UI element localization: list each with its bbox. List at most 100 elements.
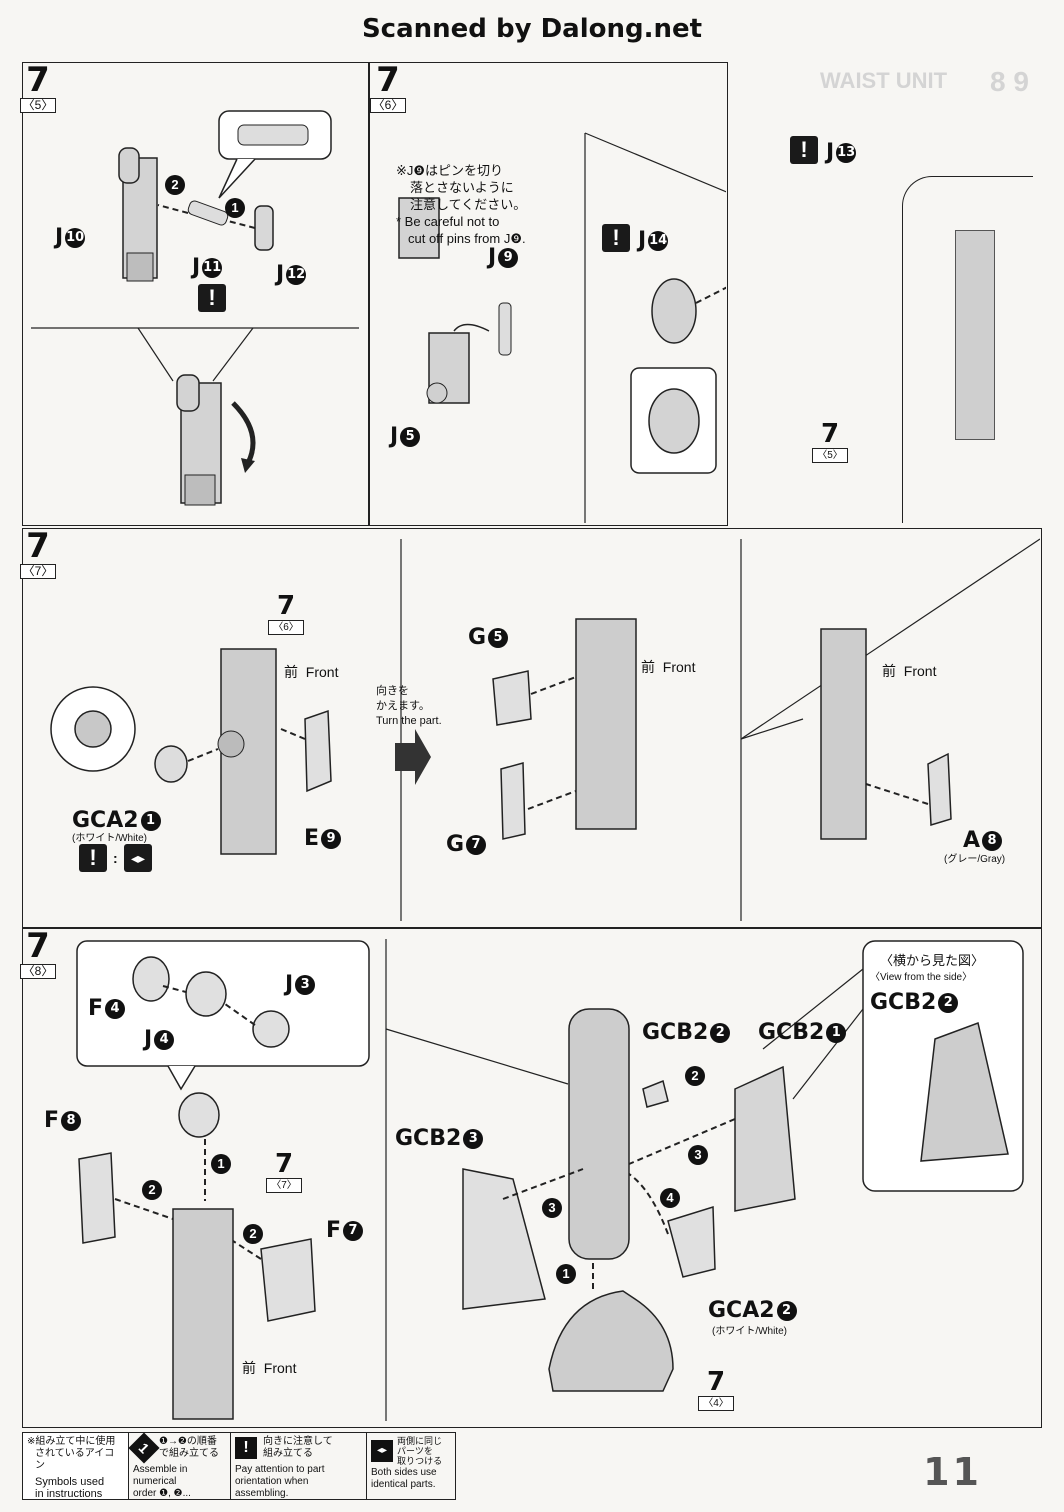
- step-sub-number: 〈8〉: [20, 964, 56, 979]
- front-indicator: 前 Front: [284, 664, 339, 680]
- ref-sub-number: 〈5〉: [812, 448, 848, 463]
- order-3-icon: 3: [542, 1198, 562, 1218]
- turn-note-jp-line1: 向きを: [376, 685, 409, 697]
- both-sides-icon: ◂▸: [371, 1440, 393, 1462]
- step-badge-7-7: 7 〈7〉: [20, 529, 56, 579]
- caution-note-jp-line3: 注意してください。: [410, 197, 527, 212]
- reference-badge-7-6: 7 〈6〉: [268, 591, 304, 635]
- order-1-icon: 1: [225, 198, 245, 218]
- turn-note-en: Turn the part.: [376, 715, 442, 727]
- front-indicator: 前 Front: [641, 659, 696, 675]
- turn-part-note: 向きを かえます。 Turn the part.: [376, 684, 442, 729]
- warning-icon: !: [790, 136, 818, 164]
- order-4-icon: 4: [660, 1188, 680, 1208]
- step-7-8-panel: [22, 928, 1042, 1428]
- order-1-icon: 1: [556, 1264, 576, 1284]
- legend-both-jp-line1: 両側に同じ: [397, 1436, 443, 1446]
- order-3-icon: 3: [688, 1145, 708, 1165]
- warning-icon: !: [602, 224, 630, 252]
- side-view-title: 〈横から見た図〉: [880, 953, 985, 968]
- ref-number: 7: [276, 591, 296, 621]
- bleed-section-number: 8 9: [990, 66, 1029, 97]
- legend-orient-jp-line1: 向きに注意して: [263, 1436, 333, 1447]
- ref-number: 7: [706, 1367, 726, 1397]
- step-7-5-drawing: [31, 110, 359, 506]
- legend-title: ※組み立て中に使用 されているアイコン Symbols used in inst…: [23, 1433, 129, 1500]
- order-2-icon: 2: [165, 175, 185, 195]
- label-gca2-2-color: (ホワイト/White): [712, 1326, 787, 1337]
- step-sub-number: 〈5〉: [20, 98, 56, 113]
- step-7-5-panel: [22, 62, 370, 526]
- legend-both-jp-line2: パーツを: [397, 1446, 433, 1456]
- step-sub-number: 〈7〉: [20, 564, 56, 579]
- legend-orient-jp-line2: 組み立てる: [263, 1448, 313, 1459]
- step-7-6-panel: [368, 62, 728, 526]
- step-7-7-panel: [22, 528, 1042, 928]
- legend-both-jp-line3: 取りつける: [397, 1456, 443, 1466]
- background-leg-illustration: [955, 230, 995, 440]
- symbols-legend: ※組み立て中に使用 されているアイコン Symbols used in inst…: [22, 1432, 456, 1500]
- legend-title-en-line1: Symbols used: [35, 1476, 105, 1488]
- step-7-8-drawing: [76, 939, 1024, 1421]
- caution-note-en-line1: * Be careful not to: [396, 214, 500, 229]
- legend-item-orientation: ! 向きに注意して組み立てる Pay attention to part ori…: [231, 1433, 367, 1499]
- step-sub-number: 〈6〉: [370, 98, 406, 113]
- both-sides-icon: ◂▸: [124, 844, 152, 872]
- legend-order-jp-line1: ❶→❷の順番: [159, 1436, 217, 1447]
- step-badge-7-5: 7 〈5〉: [20, 60, 56, 113]
- legend-title-jp-line2: されているアイコン: [35, 1448, 115, 1471]
- caution-note-jp-line1: ※J❾はピンを切り: [396, 163, 504, 178]
- front-indicator: 前 Front: [882, 663, 937, 679]
- ref-sub-number: 〈6〉: [268, 620, 304, 635]
- step-badge-7-6: 7 〈6〉: [370, 63, 406, 113]
- ref-number: 7: [274, 1149, 294, 1179]
- turn-note-jp-line2: かえます。: [376, 700, 430, 712]
- legend-item-order: 1 ❶→❷の順番で組み立てる Assemble in numerical ord…: [128, 1432, 231, 1499]
- legend-order-en-line2: order ❶, ❷...: [133, 1488, 191, 1499]
- separator-colon: :: [113, 850, 118, 866]
- bleed-waist-unit-text: WAIST UNIT: [820, 68, 948, 93]
- step-number: 7: [26, 60, 50, 100]
- step-7-7-drawing: [50, 538, 1040, 921]
- warning-icon: !: [79, 844, 107, 872]
- side-view-subtitle: 〈View from the side〉: [870, 972, 973, 983]
- step-number: 7: [26, 926, 50, 966]
- label-gca2-1-color: (ホワイト/White): [72, 833, 147, 844]
- legend-order-en-line1: Assemble in numerical: [133, 1464, 188, 1487]
- legend-item-both-sides: ◂▸ 両側に同じパーツを取りつける Both sides use identic…: [367, 1433, 455, 1499]
- caution-note-jp-line2: 落とさないように: [410, 180, 514, 195]
- reference-badge-7-5: 7 〈5〉: [812, 421, 848, 463]
- warning-icon: !: [235, 1437, 257, 1459]
- legend-title-en-line2: in instructions: [35, 1488, 103, 1500]
- step-7-6-drawing: [398, 132, 726, 523]
- reference-badge-7-7: 7 〈7〉: [266, 1149, 302, 1193]
- ref-sub-number: 〈7〉: [266, 1178, 302, 1193]
- legend-orient-en-line2: orientation when assembling.: [235, 1476, 309, 1499]
- caution-note: ※J❾はピンを切り 落とさないように 注意してください。 * Be carefu…: [396, 162, 526, 247]
- page-number: 11: [923, 1450, 982, 1494]
- step-badge-7-8: 7 〈8〉: [20, 926, 56, 979]
- reference-badge-7-4: 7 〈4〉: [698, 1367, 734, 1411]
- background-frame: [902, 176, 1033, 523]
- front-indicator: 前 Front: [242, 1360, 297, 1376]
- label-a8-color: (グレー/Gray): [944, 854, 1006, 865]
- order-2-icon: 2: [142, 1180, 162, 1200]
